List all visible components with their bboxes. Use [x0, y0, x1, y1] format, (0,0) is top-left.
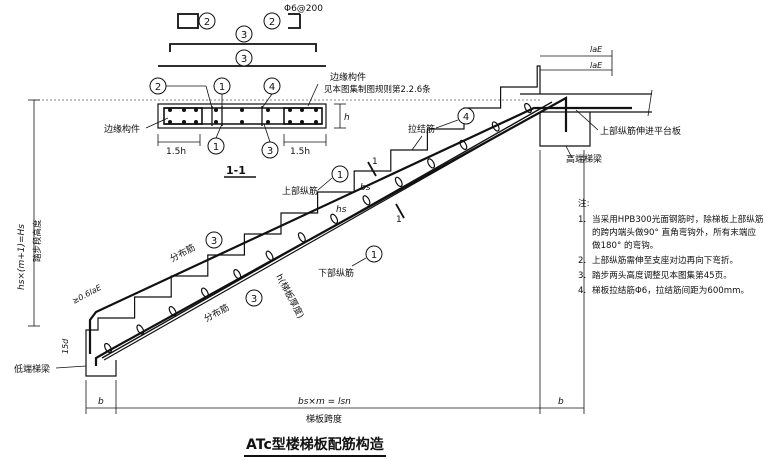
note-item: 2. 上部纵筋需伸至支座对边再向下弯折。 [578, 255, 764, 268]
notes-heading: 注: [578, 199, 590, 209]
notes-panel: 注: 1. 当采用HPB300光面钢筋时，除梯板上部纵筋的跨内端头做90° 直角弯… [578, 198, 764, 300]
tie-bar-marker [459, 139, 468, 151]
stair-steps [85, 65, 541, 346]
mark-2-label: 2 [204, 17, 210, 28]
mark-3-top-label: 3 [241, 30, 247, 41]
tie-bar-marker [297, 232, 306, 243]
note-item: 3. 踏步两头高度调整见本图集第45页。 [578, 270, 764, 283]
note-item: 1. 当采用HPB300光面钢筋时，除梯板上部纵筋的跨内端头做90° 直角弯钩外，… [578, 214, 764, 253]
mark-2b-label: 2 [269, 17, 275, 28]
mark-1-top-label: 1 [219, 82, 225, 93]
height-formula-label: hs×(m+1)=Hs [17, 224, 27, 290]
note-number: 3. [578, 271, 587, 281]
tie-bar-marker [168, 305, 177, 317]
low-beam-label: 低端梯梁 [14, 363, 50, 375]
note-text: 踏步两头高度调整见本图集第45页。 [592, 271, 732, 281]
bs-label: bs [360, 183, 371, 193]
slab-section [157, 103, 327, 129]
edge-member-top-label: 边缘构件 [330, 71, 366, 83]
high-beam [539, 112, 591, 147]
tie-bar-marker [104, 342, 112, 354]
anchor-low-label: ≥0.6laE [71, 283, 104, 306]
mark-circle [198, 12, 216, 30]
edge-member-note: 见本图集制图规则第2.2.6条 [324, 84, 431, 95]
note-text: 上部纵筋需伸至支座对边再向下弯折。 [592, 256, 739, 266]
anchor-top-1-label: laE [590, 45, 603, 54]
dim-left-label: 1.5h [166, 147, 186, 157]
tie-bar-marker [427, 158, 436, 169]
mark-1-bottom-label: 1 [213, 142, 219, 153]
mark-3-elev-label-2: 3 [251, 294, 257, 305]
hs-label: hs [336, 205, 347, 215]
span-formula-label: bs×m = lsn [298, 397, 351, 407]
mark-3-elev-label: 3 [211, 236, 217, 247]
cut-1-label: 1 [372, 157, 378, 167]
notes-list: 1. 当采用HPB300光面钢筋时，除梯板上部纵筋的跨内端头做90° 直角弯钩外，… [578, 214, 764, 298]
mark-3-label: 3 [241, 54, 247, 65]
tie-bar-marker [136, 324, 145, 335]
mark-1-elev-label: 1 [337, 170, 343, 181]
height-caption-label: 踏步段高度 [32, 219, 43, 262]
bar-sketch-2b [288, 14, 301, 29]
span-caption-label: 梯板跨度 [306, 413, 342, 425]
note-text: 当采用HPB300光面钢筋时，除梯板上部纵筋的跨内端头做90° 直角弯钩外，所有… [592, 215, 764, 251]
mark-4-section-label: 4 [269, 82, 275, 93]
tie-bar-marker [524, 102, 532, 114]
drawing-title: ATc型楼梯板配筋构造 [244, 434, 386, 457]
bar-spec-label: Φ6@200 [284, 4, 323, 14]
tie-bar-label: 拉结筋 [408, 123, 435, 135]
note-text: 梯板拉结筋Φ6，拉结筋间距为600mm。 [592, 286, 750, 296]
edge-member-left-label: 边缘构件 [104, 123, 140, 135]
tie-bar-marker [265, 250, 274, 261]
section-title: 1-1 [226, 164, 246, 177]
tie-bar-marker [233, 269, 242, 280]
low-beam [85, 346, 117, 377]
mark-3-bottom-label: 3 [267, 146, 273, 157]
note-item: 4. 梯板拉结筋Φ6，拉结筋间距为600mm。 [578, 285, 764, 298]
lower-bar [94, 96, 568, 366]
b-left-label: b [98, 397, 104, 407]
thickness-label: h(梯板厚度) [273, 272, 306, 321]
mark-4-elev-label: 4 [463, 112, 469, 123]
tie-bar-marker [491, 121, 500, 132]
upper-to-platform-label: 上部纵筋伸进平台板 [600, 125, 681, 137]
section-1-1: 2 2 Φ6@200 3 3 2 [104, 4, 431, 178]
tie-bar-marker [200, 287, 209, 298]
lower-bar-label: 下部纵筋 [318, 267, 354, 279]
dim-right-label: 1.5h [290, 147, 310, 157]
mark-2-section-label: 2 [155, 82, 161, 93]
tie-bar-marker [362, 195, 371, 206]
note-number: 1. [578, 215, 587, 225]
tie-bar-marker [394, 176, 403, 187]
upper-bar-label: 上部纵筋 [282, 185, 318, 197]
note-number: 4. [578, 286, 587, 296]
dim-h-label: h [344, 113, 350, 123]
bar-sketch-3 [169, 43, 317, 52]
cut-1b-label: 1 [396, 215, 402, 225]
hook-label: 15d [61, 338, 70, 354]
distribution-bar-1-label: 分布筋 [168, 241, 197, 264]
tie-bars [104, 102, 532, 354]
section-bar-dots [168, 108, 318, 124]
note-number: 2. [578, 256, 587, 266]
distribution-bar-2-label: 分布筋 [202, 301, 231, 324]
mark-circle [263, 12, 281, 30]
b-right-label: b [558, 397, 564, 407]
tie-bar-marker [330, 213, 339, 224]
anchor-top-2-label: laE [590, 61, 603, 70]
bar-sketch-2 [177, 13, 199, 29]
mark-1-lower-label: 1 [371, 250, 377, 261]
